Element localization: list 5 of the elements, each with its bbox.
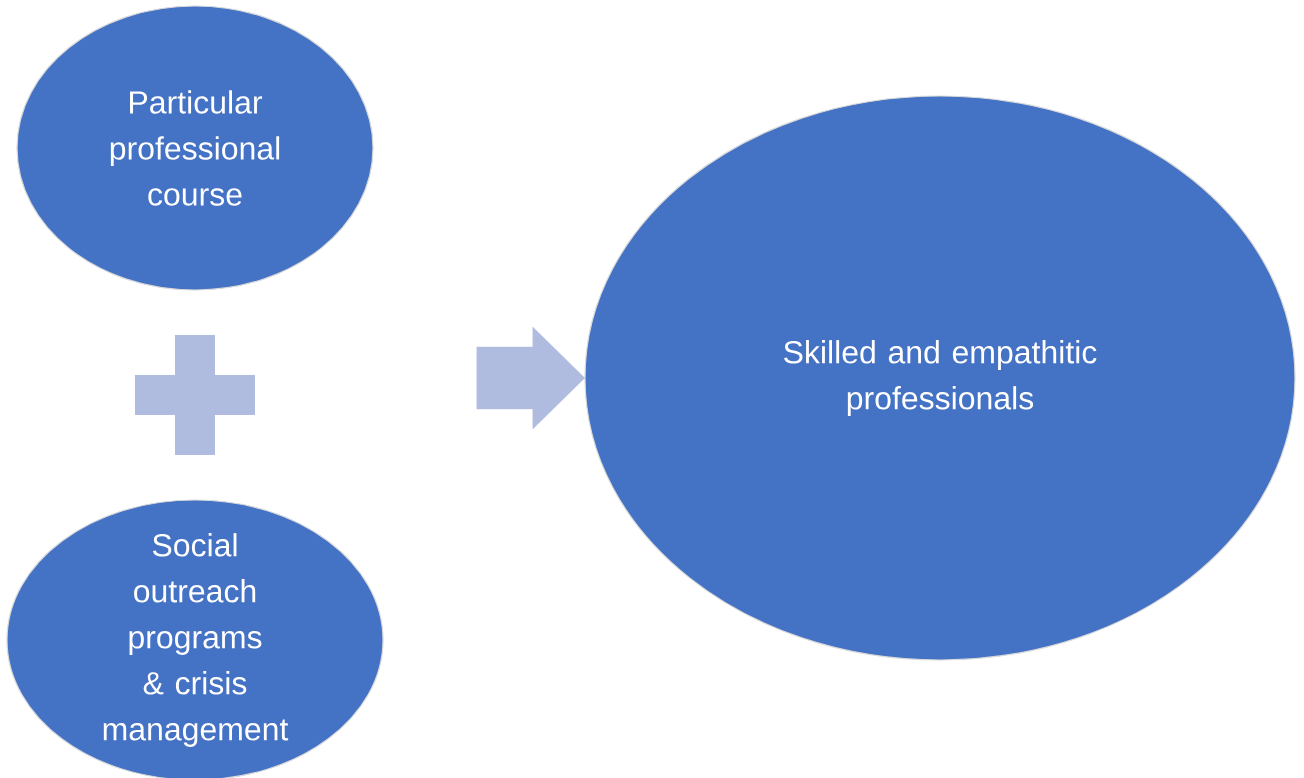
ellipse-node: Particular professional course: [16, 5, 374, 291]
block-arrow: [476, 326, 585, 430]
ellipse-node: Skilled and empathitic professionals: [584, 95, 1296, 661]
ellipse-node: Social outreach programs & crisis management: [6, 499, 384, 778]
plus-sign: [135, 335, 255, 455]
